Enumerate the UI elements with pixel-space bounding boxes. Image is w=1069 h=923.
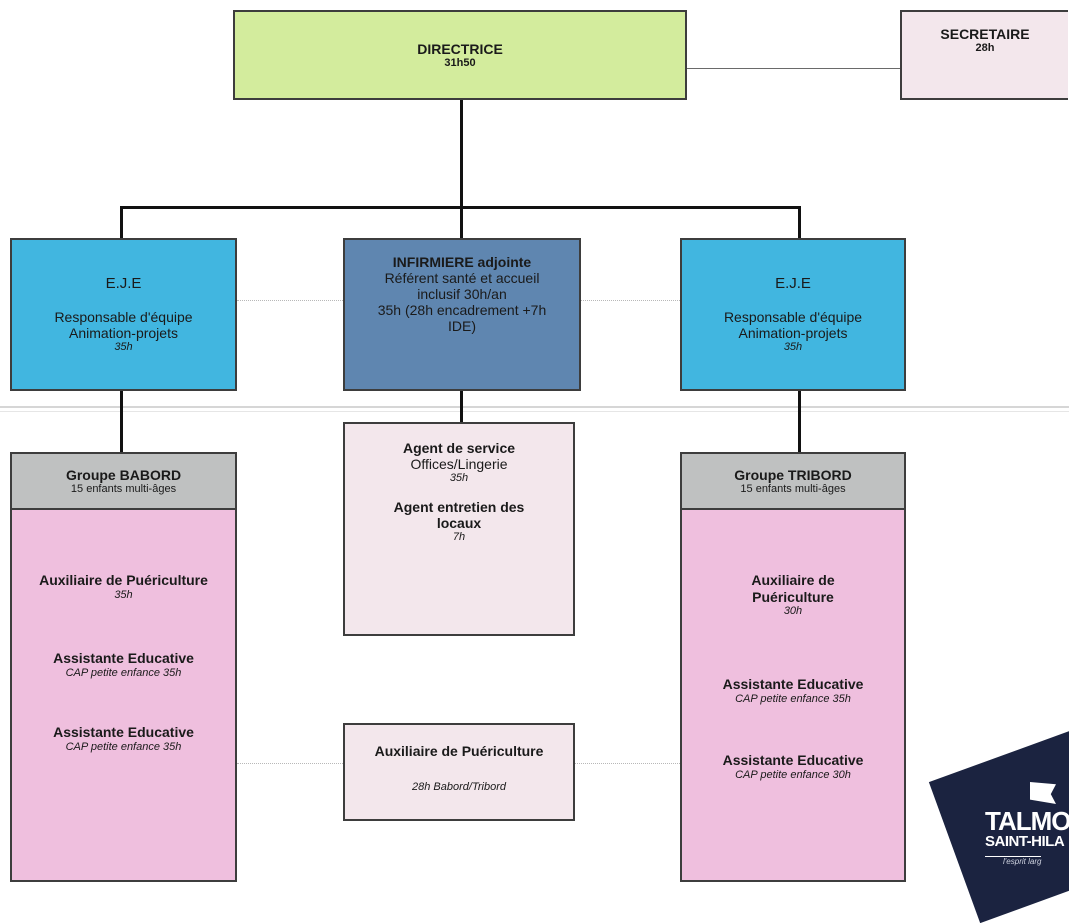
tribord-staff-1-role-1: Auxiliaire de <box>751 572 835 588</box>
eje-right-box: E.J.E Responsable d'équipe Animation-pro… <box>680 238 906 391</box>
tribord-staff-1: Auxiliaire de Puériculture 30h <box>682 572 904 618</box>
babord-staff-1-role: Auxiliaire de Puériculture <box>39 572 208 588</box>
eje-left-box: E.J.E Responsable d'équipe Animation-pro… <box>10 238 237 391</box>
babord-staff-2: Assistante Educative CAP petite enfance … <box>12 650 235 679</box>
auxiliaire-shared-title: Auxiliaire de Puériculture <box>374 743 544 759</box>
connector-directrice-down <box>460 100 463 208</box>
agent-entretien-title-2: locaux <box>436 514 482 531</box>
tribord-staff-2-role: Assistante Educative <box>722 676 864 692</box>
dotted-link-aux-left <box>237 763 343 764</box>
dotted-link-aux-right <box>575 763 680 764</box>
infirmiere-title: INFIRMIERE adjointe <box>392 254 532 270</box>
agent-entretien-title-1: Agent entretien des <box>393 498 525 515</box>
infirmiere-box: INFIRMIERE adjointe Référent santé et ac… <box>343 238 581 391</box>
connector-babord <box>120 391 123 452</box>
eje-right-role1: Responsable d'équipe <box>723 308 863 325</box>
tribord-staff-1-role-2: Puériculture <box>752 588 834 605</box>
section-divider-2 <box>0 411 1069 412</box>
group-babord-subtitle: 15 enfants multi-âges <box>70 483 177 495</box>
dotted-link-level2-left <box>237 300 343 301</box>
babord-staff-1-detail: 35h <box>114 588 133 601</box>
logo-main-text: TALMO <box>985 806 1069 836</box>
babord-staff-3: Assistante Educative CAP petite enfance … <box>12 724 235 753</box>
connector-infirmiere <box>460 206 463 238</box>
infirmiere-line3: 35h (28h encadrement +7h <box>377 302 547 319</box>
group-tribord-title: Groupe TRIBORD <box>734 467 852 483</box>
dotted-link-level2-right <box>581 300 680 301</box>
infirmiere-line4: IDE) <box>448 318 476 335</box>
tribord-staff-2-detail: CAP petite enfance 35h <box>735 692 851 705</box>
eje-left-role1: Responsable d'équipe <box>54 308 193 325</box>
connector-eje-right <box>798 206 801 238</box>
secretaire-box: SECRETAIRE 28h <box>900 10 1068 100</box>
babord-staff-1: Auxiliaire de Puériculture 35h <box>12 572 235 601</box>
tribord-staff-3-detail: CAP petite enfance 30h <box>735 768 851 781</box>
section-divider <box>0 406 1069 408</box>
tribord-staff-3: Assistante Educative CAP petite enfance … <box>682 752 904 781</box>
tribord-staff-3-role: Assistante Educative <box>722 752 864 768</box>
tribord-staff-1-detail: 30h <box>783 605 803 618</box>
infirmiere-line1: Référent santé et accueil <box>384 270 540 287</box>
logo-sub-text: SAINT-HILA <box>985 833 1065 850</box>
eje-left-title: E.J.E <box>105 275 142 293</box>
tribord-staff-2: Assistante Educative CAP petite enfance … <box>682 676 904 705</box>
agent-entretien-hours: 7h <box>452 531 466 544</box>
eje-right-role2: Animation-projets <box>738 324 848 341</box>
connector-secretaire <box>687 68 900 69</box>
flag-icon <box>1030 782 1056 804</box>
directrice-box: DIRECTRICE 31h50 <box>233 10 687 100</box>
group-tribord: Groupe TRIBORD 15 enfants multi-âges Aux… <box>680 452 906 882</box>
secretaire-title: SECRETAIRE <box>940 26 1030 42</box>
group-babord-header: Groupe BABORD 15 enfants multi-âges <box>12 454 235 510</box>
eje-left-hours: 35h <box>114 340 133 353</box>
babord-staff-3-detail: CAP petite enfance 35h <box>65 740 182 753</box>
secretaire-hours: 28h <box>975 42 995 55</box>
group-babord: Groupe BABORD 15 enfants multi-âges Auxi… <box>10 452 237 882</box>
group-babord-title: Groupe BABORD <box>65 467 182 483</box>
connector-tribord <box>798 391 801 452</box>
agent-service-title: Agent de service <box>402 440 516 456</box>
connector-agents <box>460 391 463 422</box>
babord-staff-2-detail: CAP petite enfance 35h <box>65 666 182 679</box>
infirmiere-line2: inclusif 30h/an <box>417 286 507 303</box>
group-tribord-subtitle: 15 enfants multi-âges <box>740 483 846 495</box>
babord-staff-2-role: Assistante Educative <box>53 650 194 666</box>
babord-staff-3-role: Assistante Educative <box>53 724 194 740</box>
logo-tagline: l'esprit larg <box>985 855 1042 866</box>
eje-right-hours: 35h <box>783 340 803 353</box>
auxiliaire-shared-box: Auxiliaire de Puériculture 28h Babord/Tr… <box>343 723 575 821</box>
agents-box: Agent de service Offices/Lingerie 35h Ag… <box>343 422 575 636</box>
agent-service-detail: Offices/Lingerie <box>410 456 508 473</box>
group-tribord-header: Groupe TRIBORD 15 enfants multi-âges <box>682 454 904 510</box>
auxiliaire-shared-detail: 28h Babord/Tribord <box>412 781 506 794</box>
talmont-logo-text: TALMO SAINT-HILA l'esprit larg <box>985 808 1069 869</box>
eje-left-role2: Animation-projets <box>69 324 178 341</box>
directrice-hours: 31h50 <box>444 56 476 69</box>
agent-service-hours: 35h <box>449 472 469 485</box>
directrice-title: DIRECTRICE <box>417 40 503 57</box>
connector-eje-left <box>120 206 123 238</box>
eje-right-title: E.J.E <box>775 275 811 293</box>
